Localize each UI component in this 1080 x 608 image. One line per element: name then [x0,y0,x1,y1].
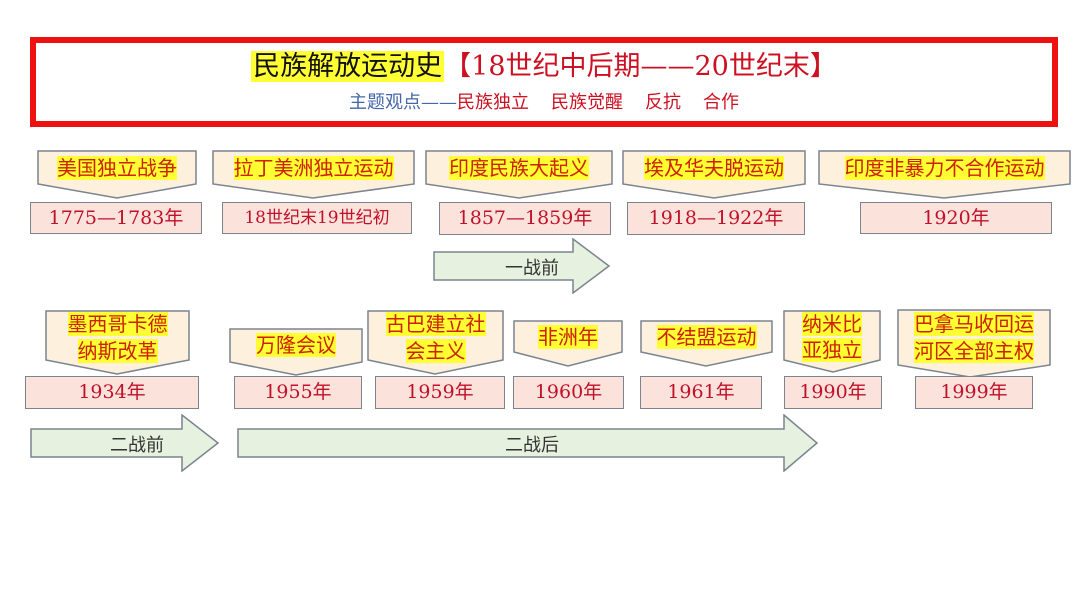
timeline-arrow-pre-ww1: 一战前 [433,238,611,294]
subtitle-item: 反抗 [645,92,681,113]
arrow-right-icon [30,414,220,472]
event-latin-america-independence: 拉丁美洲独立运动 18世纪末19世纪初 [212,150,417,236]
event-name-line1: 古巴建立社 [385,312,486,336]
event-american-revolution: 美国独立战争 1775—1783年 [30,150,202,236]
page-title: 民族解放运动史【18世纪中后期——20世纪末】 [36,49,1052,85]
event-indian-noncooperation: 印度非暴力不合作运动 1920年 [818,150,1073,236]
event-name-line2: 纳斯改革 [77,339,158,363]
event-callout: 万隆会议 [229,328,363,376]
event-indian-rebellion: 印度民族大起义 1857—1859年 [425,150,615,236]
arrow-label: 二战后 [505,435,559,456]
event-name-line1: 墨西哥卡德 [67,312,168,336]
timeline-arrow-post-ww2: 二战后 [237,414,819,472]
event-date: 1999年 [915,376,1033,409]
event-name: 万隆会议 [256,333,336,357]
event-name-line1: 纳米比 [802,312,862,336]
event-bandung-conference: 万隆会议 1955年 [229,328,364,410]
event-name: 拉丁美洲独立运动 [233,156,394,180]
event-date: 1934年 [25,376,199,409]
event-name-line2: 会主义 [405,339,466,363]
event-mexico-cardenas-reform: 墨西哥卡德 纳斯改革 1934年 [25,310,203,410]
event-date: 1961年 [640,376,762,409]
subtitle-items: 民族独立 民族觉醒 反抗 合作 [457,92,739,113]
event-date: 1955年 [234,376,362,409]
subtitle-item: 民族独立 [457,92,529,113]
subtitle-item: 民族觉醒 [551,92,623,113]
timeline-arrow-pre-ww2: 二战前 [30,414,220,472]
subtitle: 主题观点——民族独立 民族觉醒 反抗 合作 [36,91,1052,115]
event-cuba-socialism: 古巴建立社 会主义 1959年 [367,310,507,410]
event-date: 1960年 [513,376,624,409]
title-main: 民族解放运动史 [251,51,445,82]
event-date: 1918—1922年 [627,202,805,235]
title-banner: 民族解放运动史【18世纪中后期——20世纪末】 主题观点——民族独立 民族觉醒 反抗… [30,37,1058,127]
event-namibia-independence: 纳米比 亚独立 1990年 [783,310,883,410]
event-date: 18世纪末19世纪初 [222,202,412,234]
event-callout: 拉丁美洲独立运动 [212,150,415,200]
event-egypt-wafd-movement: 埃及华夫脱运动 1918—1922年 [622,150,807,236]
event-name-line2: 亚独立 [802,338,862,362]
event-name: 不结盟运动 [656,325,757,349]
event-callout: 印度民族大起义 [425,150,613,200]
event-callout: 墨西哥卡德 纳斯改革 [45,310,190,376]
event-panama-canal-sovereignty: 巴拿马收回运 河区全部主权 1999年 [897,309,1052,410]
event-callout: 埃及华夫脱运动 [622,150,806,200]
event-callout: 古巴建立社 会主义 [367,310,504,376]
event-callout: 不结盟运动 [640,320,773,368]
arrow-right-icon [237,414,819,472]
event-date: 1857—1859年 [439,202,611,235]
subtitle-item: 合作 [703,92,739,113]
event-callout: 非洲年 [513,320,623,368]
event-non-aligned-movement: 不结盟运动 1961年 [640,320,775,410]
event-name: 印度民族大起义 [449,156,589,180]
event-name-line2: 河区全部主权 [914,339,1034,363]
event-name: 美国独立战争 [57,156,177,180]
event-date: 1959年 [375,376,505,409]
event-callout: 巴拿马收回运 河区全部主权 [897,309,1051,379]
event-date: 1990年 [784,376,882,409]
event-name: 埃及华夫脱运动 [644,156,784,180]
arrow-label: 二战前 [110,435,164,456]
title-range: 【18世纪中后期——20世纪末】 [444,51,837,82]
subtitle-label: 主题观点—— [349,92,457,113]
event-date: 1775—1783年 [30,202,202,234]
event-date: 1920年 [860,202,1052,234]
event-callout: 美国独立战争 [37,150,197,200]
event-name-line1: 巴拿马收回运 [914,312,1034,336]
arrow-label: 一战前 [505,258,559,279]
arrow-right-icon [433,238,611,294]
event-name: 印度非暴力不合作运动 [844,156,1045,180]
event-africa-year: 非洲年 1960年 [513,320,625,410]
event-callout: 纳米比 亚独立 [783,310,881,374]
event-name: 非洲年 [538,325,598,349]
event-callout: 印度非暴力不合作运动 [818,150,1071,200]
